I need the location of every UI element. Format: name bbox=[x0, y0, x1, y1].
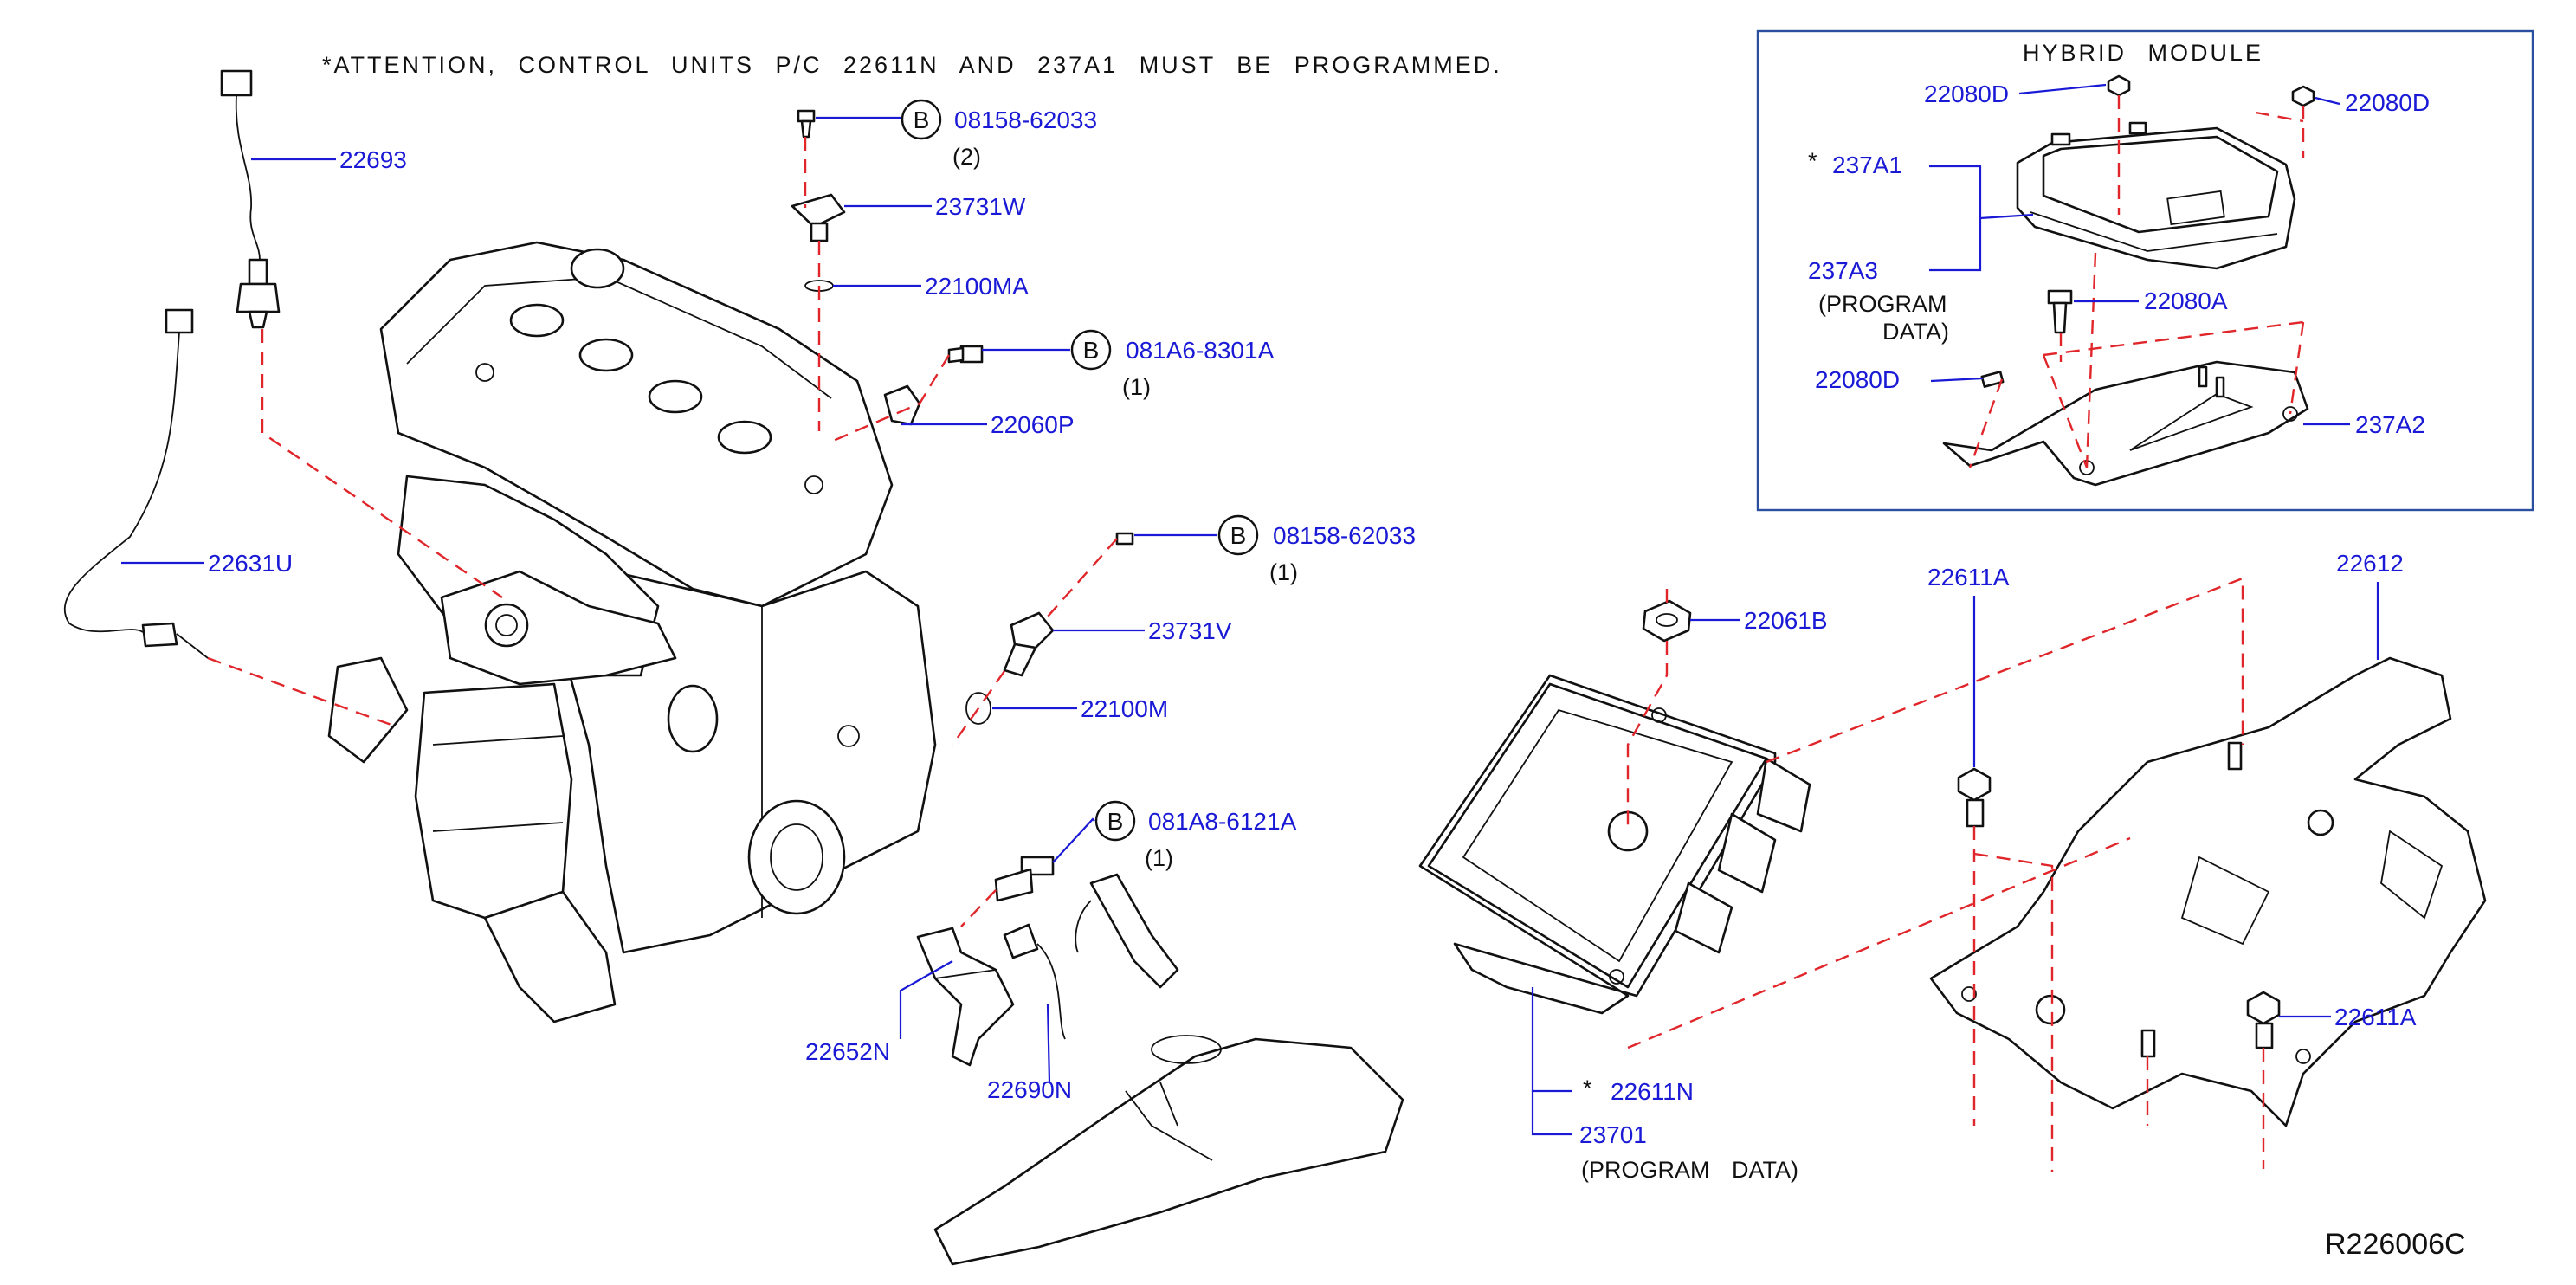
bolt-callout-3-qty: (1) bbox=[1269, 559, 1298, 585]
part-22080d-top-right-label[interactable]: 22080D bbox=[2345, 89, 2430, 116]
diagram-reference-code: R226006C bbox=[2325, 1228, 2466, 1261]
part-22100m-label[interactable]: 22100M bbox=[1081, 695, 1168, 722]
part-23731w-label[interactable]: 23731W bbox=[935, 193, 1026, 220]
bolt-22080d-top-left-drawing bbox=[2107, 74, 2131, 97]
bolt-callout-3-symbol: B bbox=[1230, 522, 1247, 549]
bracket-22612-drawing bbox=[1929, 656, 2487, 1127]
bolt-22080d-top-right-drawing bbox=[2291, 85, 2315, 107]
part-22611a-right-label[interactable]: 22611A bbox=[2334, 1004, 2417, 1030]
bracket-237a2-drawing bbox=[1942, 360, 2309, 487]
bolt-callout-1: B 08158-62033 (2) bbox=[816, 99, 1097, 170]
program-data-23701: (PROGRAM DATA) bbox=[1581, 1157, 1798, 1183]
part-22611a-top-label[interactable]: 22611A bbox=[1927, 564, 2010, 591]
part-23701-label[interactable]: 23701 bbox=[1579, 1121, 1647, 1148]
ecm-22611n-drawing bbox=[1418, 674, 1811, 1015]
bolt-callout-2-part[interactable]: 081A6-8301A bbox=[1126, 337, 1275, 364]
bolt-callout-4: B 081A8-6121A (1) bbox=[1052, 800, 1297, 871]
part-22060p-label[interactable]: 22060P bbox=[991, 411, 1075, 438]
bolt-callout-2-qty: (1) bbox=[1122, 374, 1151, 400]
part-22061b-label[interactable]: 22061B bbox=[1744, 607, 1828, 634]
attention-note: *ATTENTION, CONTROL UNITS P/C 22611N AND… bbox=[322, 52, 1502, 78]
exhaust-temp-sensor-22631u-drawing bbox=[63, 308, 209, 659]
hybrid-module-frame bbox=[1756, 29, 2534, 512]
bolt-22080a-drawing bbox=[2047, 289, 2073, 334]
asterisk-237a1: * bbox=[1808, 148, 1817, 174]
bolt-callout-1-part[interactable]: 08158-62033 bbox=[954, 107, 1097, 133]
camshaft-sensor-23731w-drawing bbox=[791, 193, 846, 292]
bolt-22611a-right-drawing bbox=[2246, 991, 2281, 1049]
part-22652n-label[interactable]: 22652N bbox=[805, 1038, 890, 1065]
exhaust-pipe-drawing bbox=[933, 1035, 1404, 1266]
hybrid-module-title: HYBRID MODULE bbox=[2023, 40, 2263, 66]
part-22611n-label[interactable]: 22611N bbox=[1611, 1078, 1694, 1105]
oxygen-sensor-22693-drawing bbox=[220, 69, 281, 329]
bolt-callout-4-symbol: B bbox=[1107, 808, 1124, 835]
bolt-callout-1-qty: (2) bbox=[952, 144, 981, 170]
asterisk-22611n: * bbox=[1583, 1075, 1592, 1101]
program-data-line2: DATA) bbox=[1882, 319, 1949, 345]
part-237a1-label[interactable]: 237A1 bbox=[1832, 152, 1902, 178]
bolt-22611a-top-drawing bbox=[1957, 767, 1992, 828]
knock-sensor-22060p-drawing bbox=[883, 345, 984, 426]
part-22690n-label[interactable]: 22690N bbox=[987, 1076, 1072, 1103]
part-22080d-top-left-label[interactable]: 22080D bbox=[1924, 81, 2009, 107]
bracket-22652n-drawing bbox=[916, 927, 1015, 1067]
part-22080d-left-label[interactable]: 22080D bbox=[1815, 366, 1900, 393]
part-22612-label[interactable]: 22612 bbox=[2336, 550, 2404, 577]
crank-sensor-23731v-drawing bbox=[965, 532, 1134, 725]
bolt-callout-2: B 081A6-8301A (1) bbox=[982, 329, 1275, 400]
bolt-08158-62033-top-drawing bbox=[797, 109, 816, 139]
bolt-callout-1-symbol: B bbox=[914, 107, 930, 133]
bolt-callout-2-symbol: B bbox=[1083, 337, 1100, 364]
engine-assembly-drawing bbox=[327, 241, 937, 1023]
bolt-callout-4-part[interactable]: 081A8-6121A bbox=[1148, 808, 1297, 835]
part-23731v-label[interactable]: 23731V bbox=[1148, 617, 1232, 644]
nut-22061b-drawing bbox=[1642, 599, 1692, 642]
bolt-22080d-left-drawing bbox=[1980, 371, 2005, 388]
oxygen-sensor-22690n-drawing bbox=[994, 856, 1179, 1040]
part-22100ma-label[interactable]: 22100MA bbox=[925, 273, 1029, 300]
bolt-callout-3: B 08158-62033 (1) bbox=[1134, 514, 1416, 585]
hybrid-module-panel: HYBRID MODULE bbox=[1756, 29, 2534, 512]
part-22080a-label[interactable]: 22080A bbox=[2144, 287, 2228, 314]
part-237a3-label[interactable]: 237A3 bbox=[1808, 257, 1878, 284]
bolt-callout-4-qty: (1) bbox=[1145, 845, 1173, 871]
bolt-callout-3-part[interactable]: 08158-62033 bbox=[1273, 522, 1416, 549]
part-22631u-label[interactable]: 22631U bbox=[208, 550, 293, 577]
part-22693-label[interactable]: 22693 bbox=[339, 146, 407, 173]
program-data-line1: (PROGRAM bbox=[1818, 291, 1947, 317]
hybrid-control-module-drawing bbox=[2016, 121, 2296, 270]
part-237a2-label[interactable]: 237A2 bbox=[2355, 411, 2425, 438]
